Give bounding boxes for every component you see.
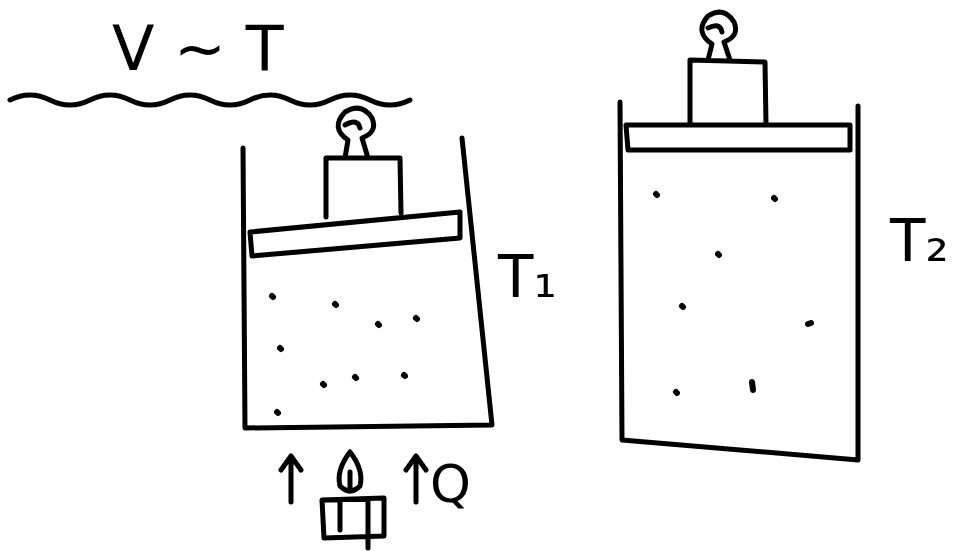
gas-particles-right	[656, 194, 811, 393]
heat-arrow	[281, 456, 301, 502]
piston-left	[250, 212, 460, 256]
candle-body	[322, 498, 384, 548]
weight-right	[690, 12, 766, 124]
heat-label: Q	[430, 458, 471, 510]
gas-particles-left	[272, 296, 417, 413]
piston-right	[626, 125, 850, 150]
wavy-line	[10, 95, 410, 105]
heat-arrow	[406, 456, 426, 502]
relation-label: V ~ T	[112, 18, 284, 80]
temperature-label: T₁	[498, 248, 557, 306]
cylinder-right	[620, 102, 858, 460]
candle-flame	[339, 452, 361, 491]
temperature-label: T₂	[890, 212, 949, 270]
cylinder-left	[243, 138, 492, 428]
weight-left	[326, 108, 401, 217]
